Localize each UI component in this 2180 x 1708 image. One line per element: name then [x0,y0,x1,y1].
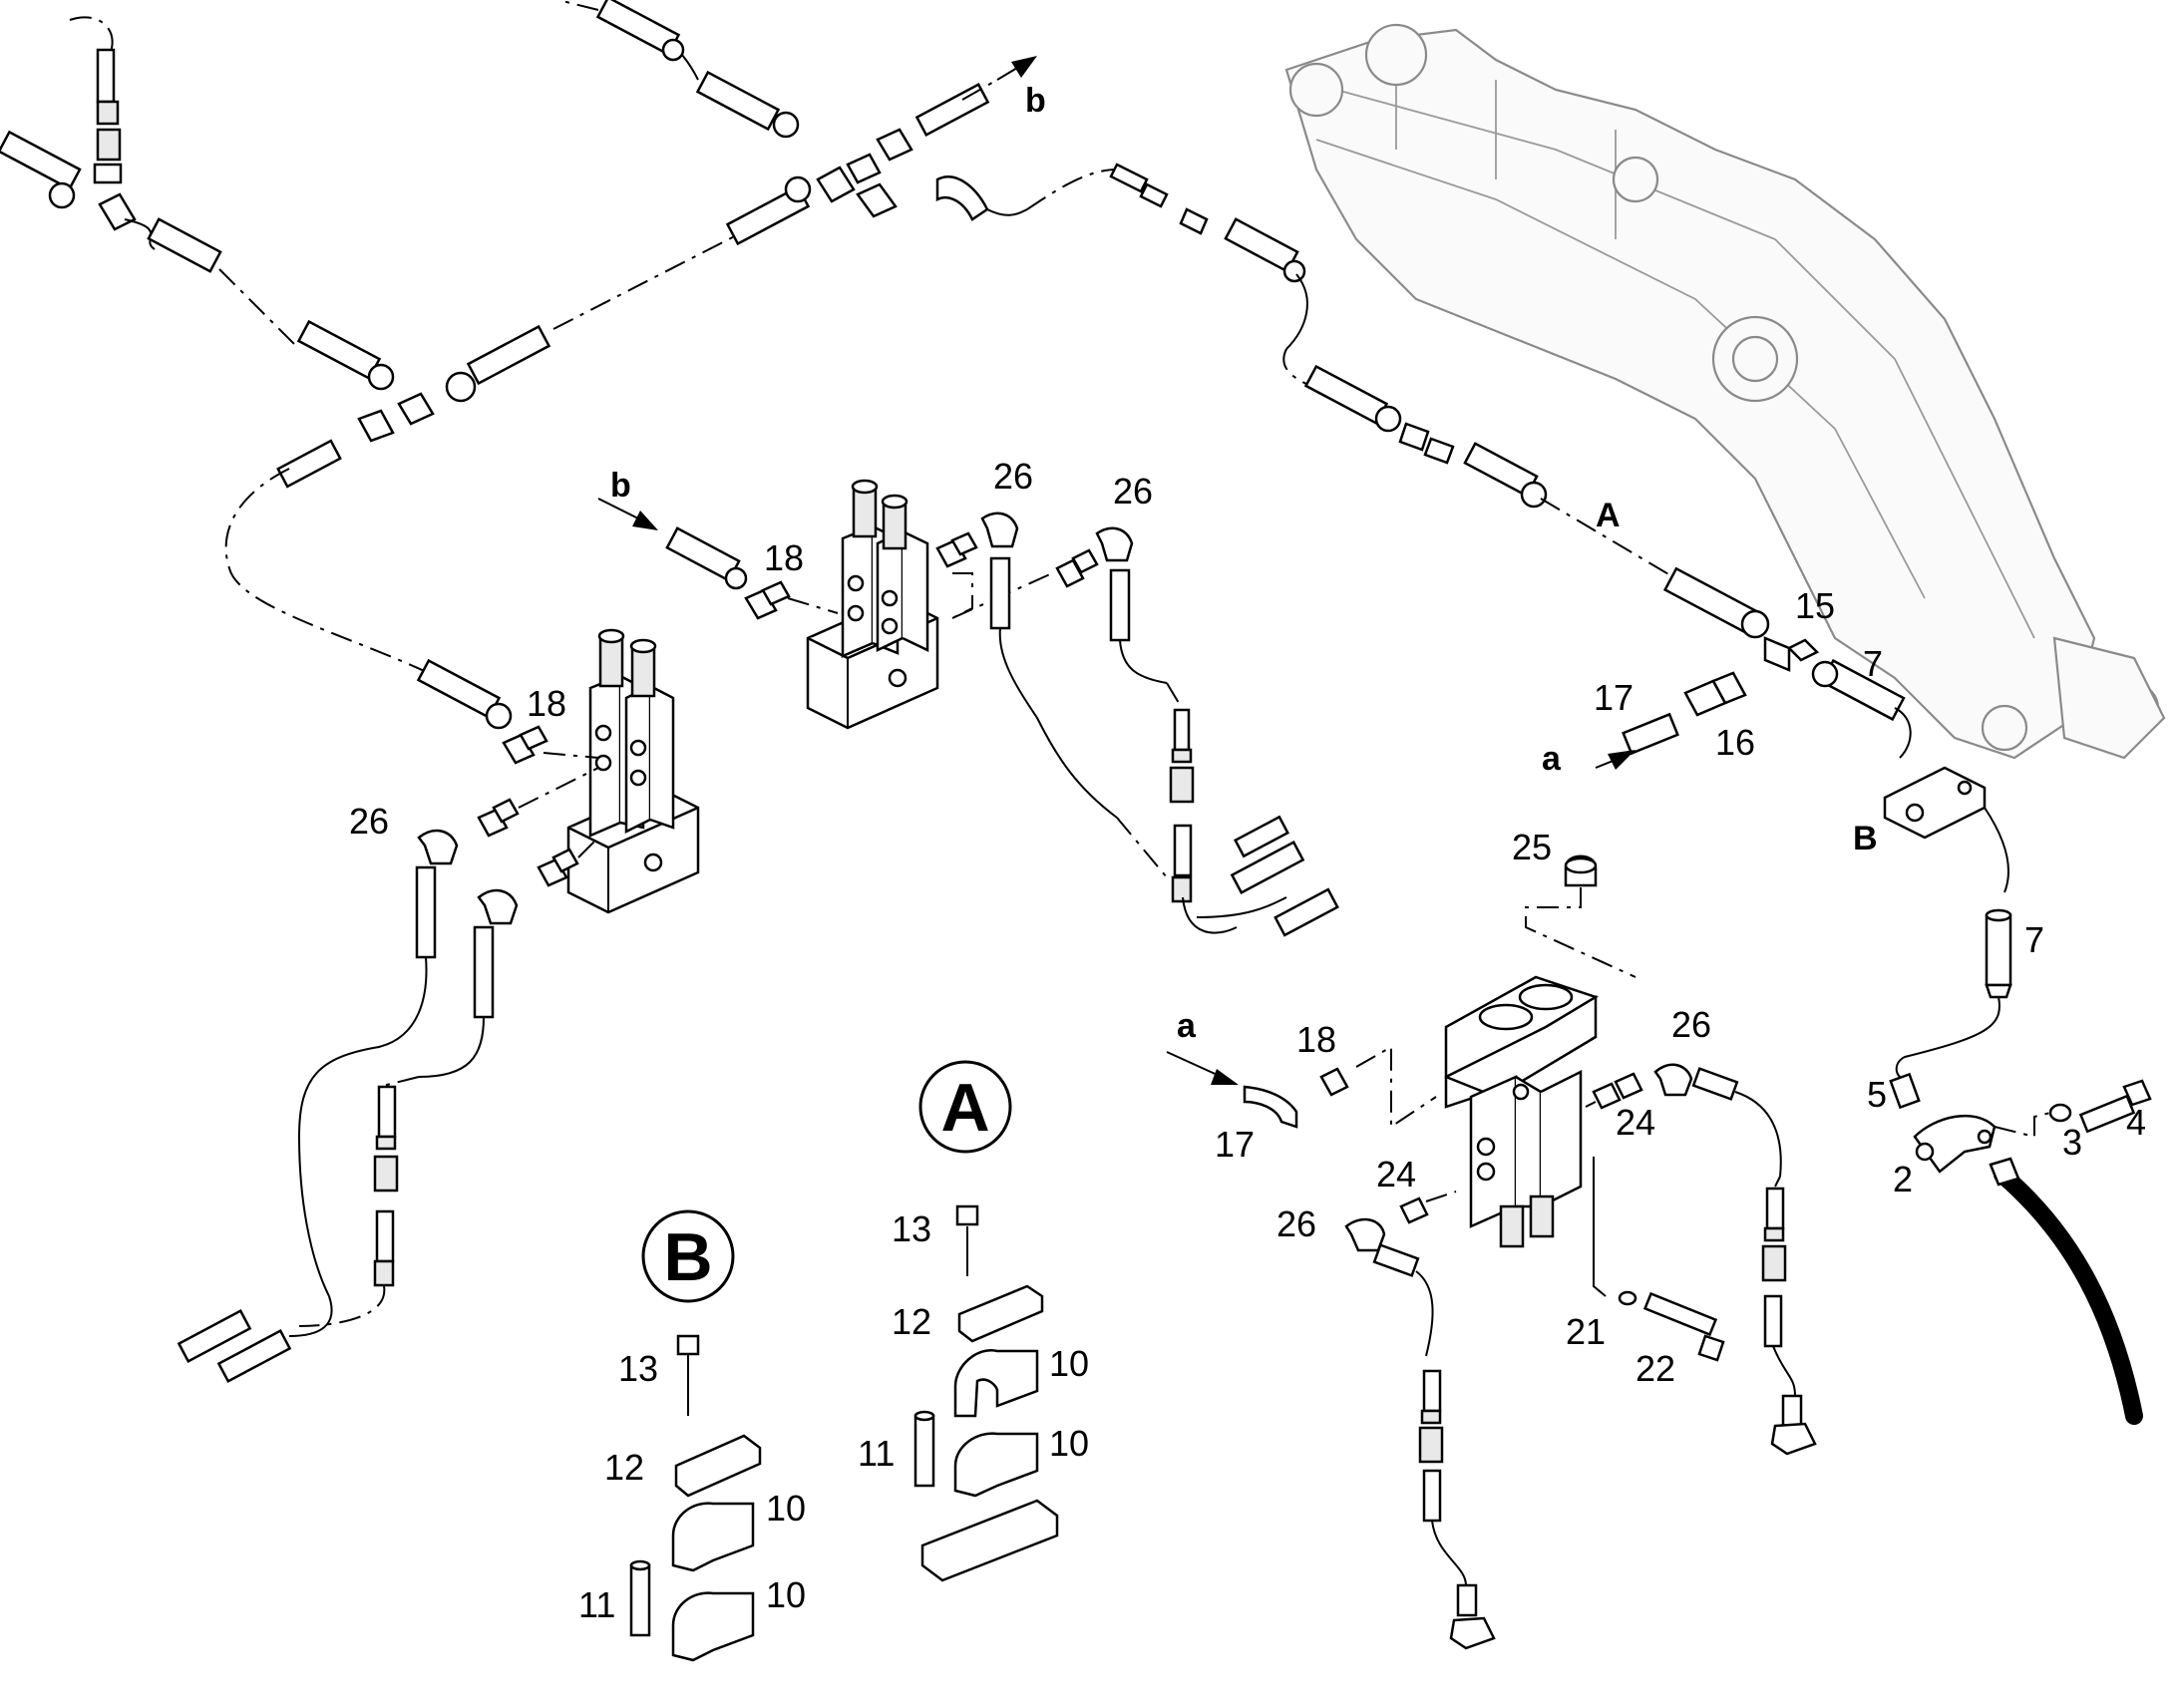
upper-progressive-distributor: b 18 26 26 [597,456,1339,937]
label-a-upper: a [1542,740,1562,778]
label-13-B: 13 [618,1348,658,1389]
label-25: 25 [1512,827,1552,867]
label-16: 16 [1715,722,1755,763]
label-2: 2 [1893,1159,1913,1199]
label-15: 15 [1795,585,1835,626]
label-22: 22 [1635,1348,1675,1389]
label-18-left: 18 [527,683,566,724]
label-17-upper: 17 [1594,677,1634,718]
label-10-B-upper: 10 [766,1488,806,1529]
label-12-B: 12 [604,1447,644,1488]
label-10-A-lower: 10 [1049,1423,1089,1464]
label-26-lower-b: 26 [1276,1203,1316,1244]
label-11-A: 11 [858,1433,895,1474]
detail-B-letter: B [663,1219,712,1295]
label-24-left: 24 [1376,1154,1416,1195]
label-11-B: 11 [578,1584,615,1625]
label-12-A: 12 [892,1301,931,1342]
label-7-upper: 7 [1863,643,1883,684]
label-26-left: 26 [349,801,389,842]
detail-A-badge [918,1060,1012,1154]
right-fittings-group: A 15 7 17 16 a B 7 5 2 3 [1542,497,2152,1425]
left-progressive-distributor: 18 26 [177,628,700,1383]
label-26-upper-a: 26 [993,456,1033,497]
label-b-upper: b [610,467,631,505]
label-17-lower: 17 [1215,1124,1255,1165]
detail-A-clamp-assembly: A 13 12 10 10 11 [858,1060,1089,1582]
label-18-lower: 18 [1296,1019,1336,1060]
label-a-lower: a [1177,1007,1197,1045]
loader-boom-arm [1284,23,2166,760]
label-21: 21 [1566,1311,1606,1352]
label-10-A-upper: 10 [1049,1343,1089,1384]
arrow-b-top: b [961,56,1046,120]
upper-grease-lines [0,0,1770,730]
label-b-top: b [1025,82,1046,120]
label-24-right: 24 [1616,1102,1655,1143]
detail-B-clamp-assembly: B 13 12 10 10 11 [578,1209,806,1662]
label-26-lower-a: 26 [1671,1004,1711,1045]
label-A-path: A [1596,497,1621,534]
label-7-lower: 7 [2024,919,2044,960]
label-13-A: 13 [892,1208,931,1249]
label-5: 5 [1867,1074,1887,1115]
label-3: 3 [2062,1122,2082,1163]
detail-A-letter: A [940,1070,989,1146]
label-18-upper: 18 [764,537,804,578]
label-B-clamp: B [1853,820,1878,857]
label-10-B-lower: 10 [766,1574,806,1615]
lower-progressive-distributor: 25 18 a 17 26 24 [1166,827,1817,1650]
detail-B-badge [641,1209,735,1303]
label-4: 4 [2126,1102,2146,1143]
label-26-upper-b: 26 [1113,471,1153,512]
